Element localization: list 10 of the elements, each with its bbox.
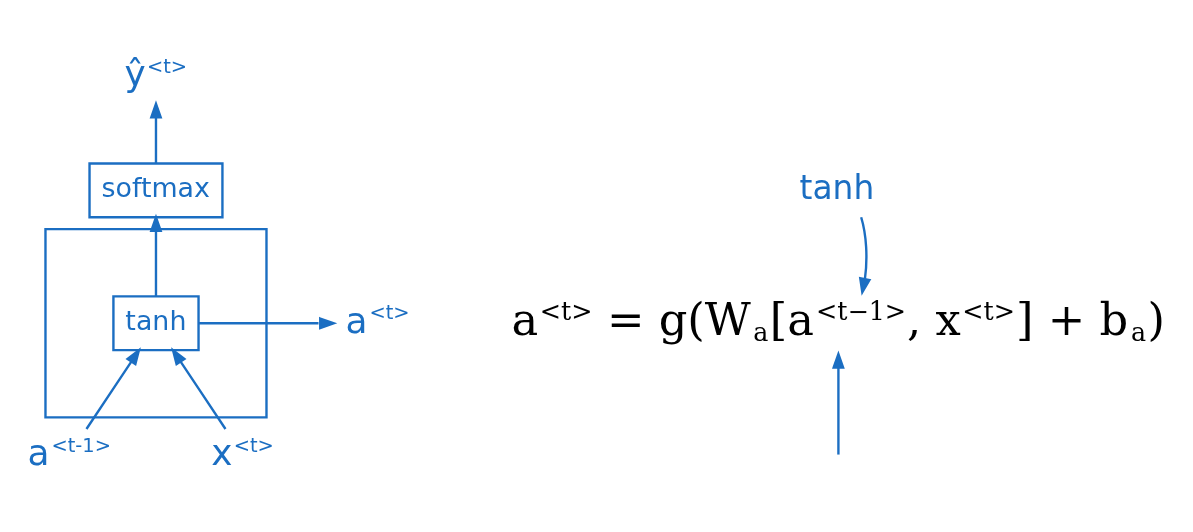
node-box: tanh (112, 294, 200, 351)
arrow (149, 99, 163, 163)
arrow (858, 216, 872, 296)
arrow (149, 213, 163, 296)
arrow (171, 346, 227, 430)
arrow (198, 316, 338, 330)
node-box: softmax (88, 161, 224, 218)
node-text: tanh (799, 168, 875, 207)
arrow (832, 349, 845, 455)
arrow (85, 346, 141, 430)
